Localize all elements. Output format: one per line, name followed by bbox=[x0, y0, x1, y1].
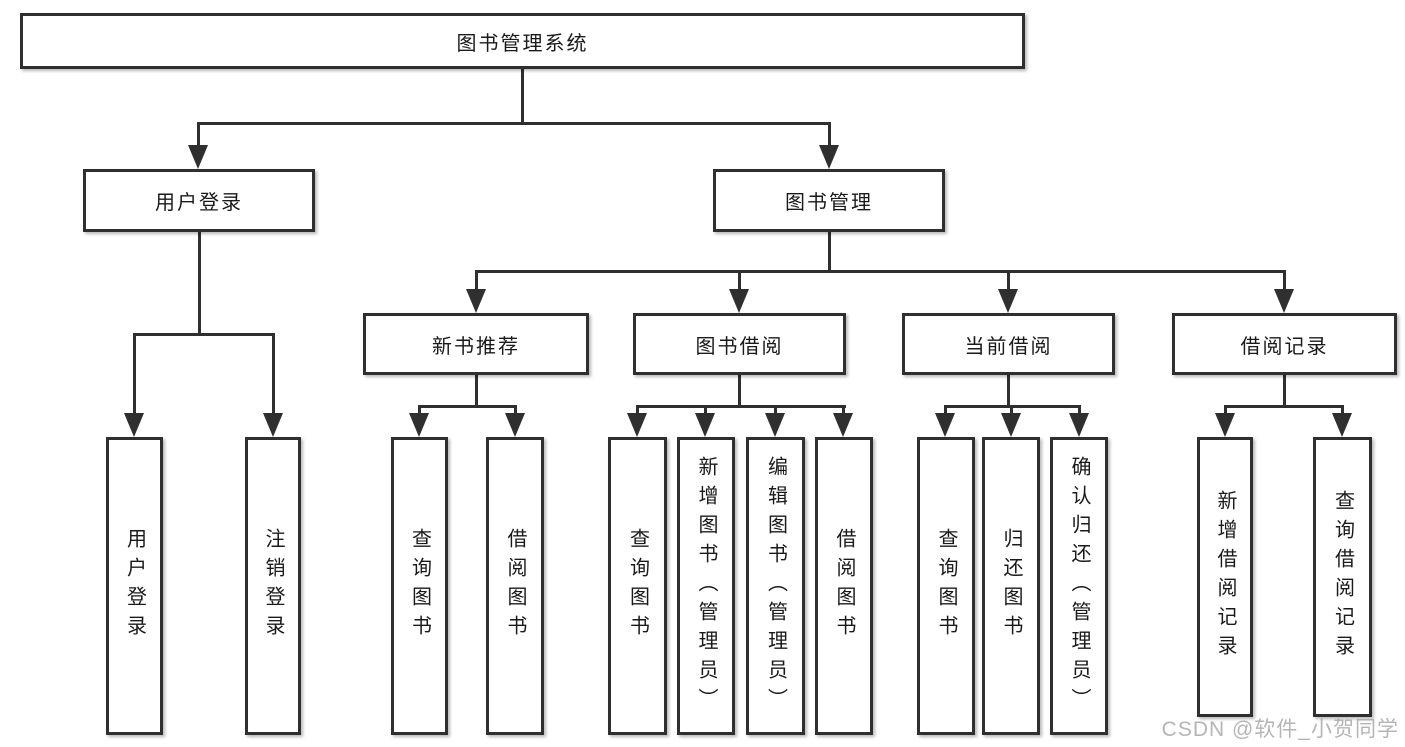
node-leaf-bb-borrow-books: 借阅图书 bbox=[815, 437, 873, 735]
node-leaf-bb-query-books-label: 查询图书 bbox=[626, 528, 649, 644]
node-leaf-bb-query-books: 查询图书 bbox=[608, 437, 667, 735]
node-library-system: 图书管理系统 bbox=[20, 13, 1025, 69]
connector-stem-cb-confirm bbox=[1078, 405, 1081, 416]
node-book-management-label: 图书管理 bbox=[785, 192, 873, 214]
connector-stem-bb-add bbox=[704, 405, 707, 416]
node-leaf-cb-return-books: 归还图书 bbox=[982, 437, 1040, 735]
node-current-borrow: 当前借阅 bbox=[902, 313, 1115, 375]
node-leaf-bb-add-books-admin-label: 新增图书（管理员） bbox=[695, 455, 717, 717]
node-user-login-label: 用户登录 bbox=[155, 192, 243, 214]
connector-arrow-user-login bbox=[188, 145, 208, 169]
connector-stem-rec-query bbox=[1341, 405, 1344, 416]
connector-current-drop bbox=[1007, 375, 1010, 405]
connector-stem-new-rec bbox=[475, 270, 478, 293]
connector-arrow-logout-leaf bbox=[263, 413, 283, 437]
connector-stem-logout-leaf bbox=[272, 333, 275, 415]
node-leaf-newrec-query-books-label: 查询图书 bbox=[408, 528, 431, 644]
connector-stem-bb-query bbox=[636, 405, 639, 416]
connector-book-borrow-span bbox=[636, 405, 846, 408]
node-leaf-newrec-borrow-books: 借阅图书 bbox=[486, 437, 544, 735]
connector-arrow-bb-borrow bbox=[833, 413, 853, 437]
connector-arrow-new-rec bbox=[466, 289, 486, 313]
connector-stem-cb-query bbox=[944, 405, 947, 416]
connector-root-drop bbox=[521, 69, 524, 122]
connector-arrow-rec-add bbox=[1215, 413, 1235, 437]
node-book-management: 图书管理 bbox=[713, 169, 945, 232]
node-leaf-bb-add-books-admin: 新增图书（管理员） bbox=[677, 437, 735, 735]
node-leaf-newrec-borrow-books-label: 借阅图书 bbox=[504, 528, 526, 644]
connector-arrow-cb-confirm bbox=[1069, 413, 1089, 437]
connector-arrow-newrec-query bbox=[409, 413, 429, 437]
connector-new-rec-drop bbox=[475, 375, 478, 405]
connector-stem-login-leaf bbox=[133, 333, 136, 415]
connector-arrow-book-borrow bbox=[729, 289, 749, 313]
connector-stem-bb-edit bbox=[774, 405, 777, 416]
node-borrow-records: 借阅记录 bbox=[1172, 313, 1397, 375]
connector-stem-book-borrow bbox=[738, 270, 741, 293]
node-leaf-logout-label: 注销登录 bbox=[262, 528, 284, 644]
connector-new-rec-span bbox=[418, 405, 517, 408]
connector-arrow-book-mgmt bbox=[819, 145, 839, 169]
node-new-book-recommend: 新书推荐 bbox=[363, 313, 589, 375]
connector-records-drop bbox=[1283, 375, 1286, 405]
connector-book-borrow-drop bbox=[738, 375, 741, 405]
connector-stem-newrec-borrow bbox=[514, 405, 517, 416]
connector-arrow-borrow-records bbox=[1274, 289, 1294, 313]
node-leaf-cb-query-books-label: 查询图书 bbox=[935, 528, 957, 644]
connector-arrow-bb-query bbox=[627, 413, 647, 437]
node-leaf-cb-query-books: 查询图书 bbox=[917, 437, 975, 735]
connector-arrow-cb-query bbox=[935, 413, 955, 437]
node-leaf-bb-borrow-books-label: 借阅图书 bbox=[833, 528, 855, 644]
node-leaf-user-login: 用户登录 bbox=[106, 437, 163, 735]
node-current-borrow-label: 当前借阅 bbox=[964, 335, 1053, 358]
node-leaf-user-login-label: 用户登录 bbox=[123, 528, 146, 644]
connector-book-mgmt-span bbox=[475, 270, 1286, 273]
connector-stem-bb-borrow bbox=[842, 405, 845, 416]
connector-stem-rec-add bbox=[1224, 405, 1227, 416]
connector-stem-newrec-query bbox=[418, 405, 421, 416]
node-user-login: 用户登录 bbox=[83, 169, 315, 232]
connector-arrow-rec-query bbox=[1332, 413, 1352, 437]
node-leaf-logout: 注销登录 bbox=[245, 437, 301, 735]
connector-user-login-drop bbox=[198, 232, 201, 333]
connector-arrow-newrec-borrow bbox=[505, 413, 525, 437]
connector-stem-current-borrow bbox=[1007, 270, 1010, 293]
connector-stem-book-mgmt bbox=[828, 122, 831, 149]
node-book-borrow: 图书借阅 bbox=[633, 313, 846, 375]
node-leaf-newrec-query-books: 查询图书 bbox=[391, 437, 448, 735]
connector-user-login-span bbox=[133, 333, 275, 336]
node-leaf-rec-query-borrow-record: 查询借阅记录 bbox=[1313, 437, 1372, 717]
watermark: CSDN @软件_小贺同学 bbox=[1161, 718, 1399, 741]
node-book-borrow-label: 图书借阅 bbox=[695, 335, 784, 358]
node-leaf-bb-edit-books-admin-label: 编辑图书（管理员） bbox=[764, 455, 787, 717]
connector-book-mgmt-drop bbox=[828, 232, 831, 270]
connector-arrow-bb-add bbox=[695, 413, 715, 437]
connector-arrow-bb-edit bbox=[765, 413, 785, 437]
node-library-system-label: 图书管理系统 bbox=[456, 32, 589, 55]
connector-arrow-login-leaf bbox=[124, 413, 144, 437]
node-leaf-rec-query-borrow-record-label: 查询借阅记录 bbox=[1331, 490, 1354, 664]
connector-stem-borrow-records bbox=[1283, 270, 1286, 293]
node-leaf-cb-return-books-label: 归还图书 bbox=[1000, 528, 1022, 644]
node-new-book-recommend-label: 新书推荐 bbox=[432, 335, 520, 358]
connector-root-span bbox=[197, 122, 830, 125]
connector-arrow-cb-return bbox=[1001, 413, 1021, 437]
connector-records-span bbox=[1224, 405, 1343, 408]
connector-arrow-current-borrow bbox=[998, 289, 1018, 313]
node-leaf-rec-add-borrow-record-label: 新增借阅记录 bbox=[1214, 490, 1236, 664]
connector-stem-user-login bbox=[197, 122, 200, 149]
node-leaf-rec-add-borrow-record: 新增借阅记录 bbox=[1197, 437, 1253, 717]
node-borrow-records-label: 借阅记录 bbox=[1240, 335, 1329, 358]
connector-stem-cb-return bbox=[1010, 405, 1013, 416]
node-leaf-cb-confirm-return-admin-label: 确认归还（管理员） bbox=[1068, 455, 1090, 717]
node-leaf-bb-edit-books-admin: 编辑图书（管理员） bbox=[746, 437, 805, 735]
node-leaf-cb-confirm-return-admin: 确认归还（管理员） bbox=[1050, 437, 1108, 735]
